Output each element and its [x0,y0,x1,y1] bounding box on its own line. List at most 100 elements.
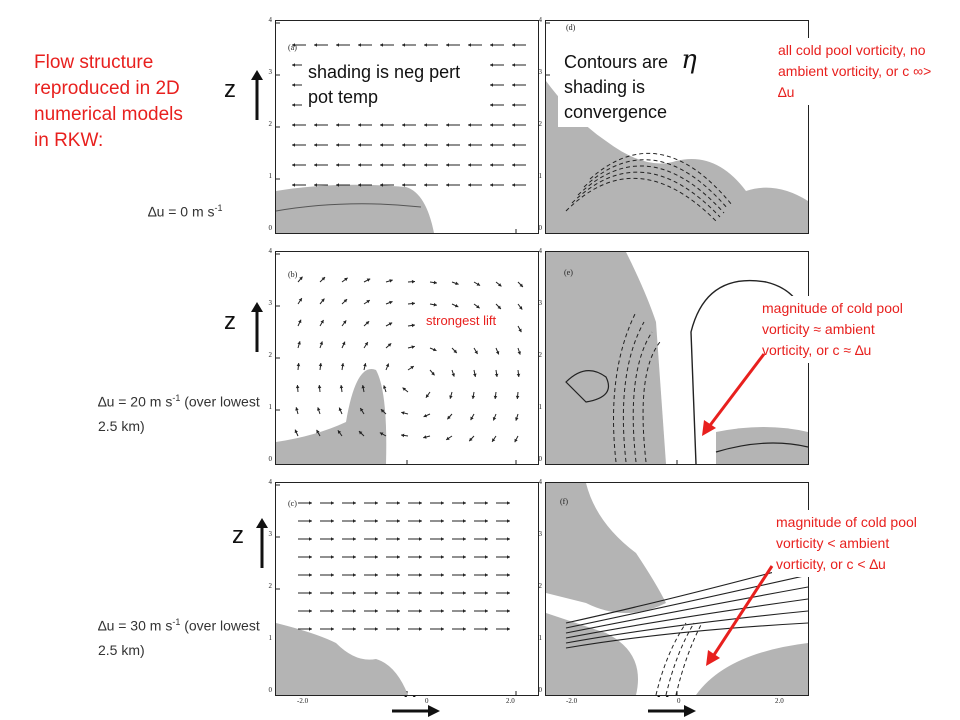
wind-vector-head [463,555,466,559]
wind-vector-head [375,627,378,631]
wind-vector-head [463,501,466,505]
wind-vector-head [401,411,405,415]
wind-vector-head [463,627,466,631]
y-tick: 3 [538,530,543,538]
wind-vector-head [433,347,437,352]
wind-vector-head [476,282,481,286]
y-tick: 4 [268,478,273,486]
vorticity-contour [565,370,610,403]
wind-vector-head [375,501,378,505]
wind-vector-head [473,373,477,377]
wind-vector-head [380,409,385,413]
vorticity-contour [565,610,808,644]
y-tick: 4 [268,247,273,255]
wind-vector-head [358,143,361,147]
wind-vector-head [431,371,435,376]
wind-vector-head [470,416,474,421]
vorticity-contour [565,586,808,634]
y-tick: 1 [538,403,543,411]
wind-vector-head [344,277,348,282]
wind-vector-head [397,627,400,631]
vorticity-contour [675,622,703,695]
wind-vector-head [353,555,356,559]
wind-vector-head [490,143,493,147]
wind-vector-head [331,627,334,631]
note-middle: magnitude of cold pool vorticity ≈ ambie… [758,296,914,363]
y-tick: 0 [268,686,273,694]
wind-vector-head [463,591,466,595]
vorticity-contour [589,152,733,206]
wind-vector-head [297,341,301,345]
wind-vector-head [353,627,356,631]
y-tick: 0 [538,686,543,694]
contour-caption: Contours are η shading is convergence [558,46,730,127]
wind-vector-head [292,123,295,127]
wind-vector-head [490,103,493,107]
y-tick: 4 [538,16,543,24]
wind-vector-head [419,537,422,541]
wind-vector-head [380,143,383,147]
wind-vector-head [468,43,471,47]
wind-vector-head [424,183,427,187]
vorticity-contour [565,622,808,649]
wind-vector-head [512,123,515,127]
wind-vector-head [292,63,295,67]
wind-vector-head [494,373,499,377]
wind-vector-head [410,366,414,370]
wind-vector-head [361,385,366,389]
wind-vector-head [411,323,415,328]
wind-vector-head [331,555,334,559]
cold-pool-shading [276,184,434,233]
wind-vector-head [321,277,326,281]
wind-vector-head [485,537,488,541]
wind-vector-head [507,591,510,595]
wind-vector-head [402,143,405,147]
wind-vector-head [518,328,522,333]
wind-vector-head [360,408,364,412]
wind-vector-head [358,183,361,187]
wind-vector-head [292,183,295,187]
wind-vector-head [512,183,515,187]
wind-vector-head [375,573,378,577]
wind-vector-head [463,609,466,613]
vorticity-contour [632,331,653,463]
wind-vector-head [397,555,400,559]
wind-vector-head [353,501,356,505]
wind-vector-head [485,501,488,505]
wind-vector-head [497,283,502,287]
wind-vector-head [292,143,295,147]
wind-vector-head [336,143,339,147]
wind-vector-head [463,537,466,541]
wind-vector-head [490,43,493,47]
wind-vector-head [469,437,473,442]
y-tick: 2 [538,351,543,359]
wind-vector-head [295,385,300,389]
wind-vector-head [411,345,415,349]
wind-vector-head [446,163,449,167]
panel-label-c: (c) [288,499,297,508]
wind-vector-head [490,83,493,87]
wind-vector-head [309,501,312,505]
wind-vector-head [379,432,384,436]
wind-vector-head [476,304,480,309]
wind-vector-head [497,305,501,310]
y-tick: 0 [538,455,543,463]
wind-vector-head [358,431,363,435]
wind-vector-head [468,183,471,187]
x-tick: 2.0 [506,697,515,705]
wind-vector-head [468,163,471,167]
wind-vector-head [397,519,400,523]
wind-vector-head [375,609,378,613]
wind-vector-head [336,123,339,127]
vorticity-contour [642,341,661,463]
wind-vector-head [309,537,312,541]
wind-vector-head [385,363,390,367]
wind-vector-head [441,591,444,595]
convergence-shading [546,613,638,695]
wind-vector-head [314,43,317,47]
wind-vector-head [463,573,466,577]
wind-vector-head [441,573,444,577]
y-tick: 3 [268,530,273,538]
y-tick: 4 [268,16,273,24]
convergence-shading [696,643,808,695]
